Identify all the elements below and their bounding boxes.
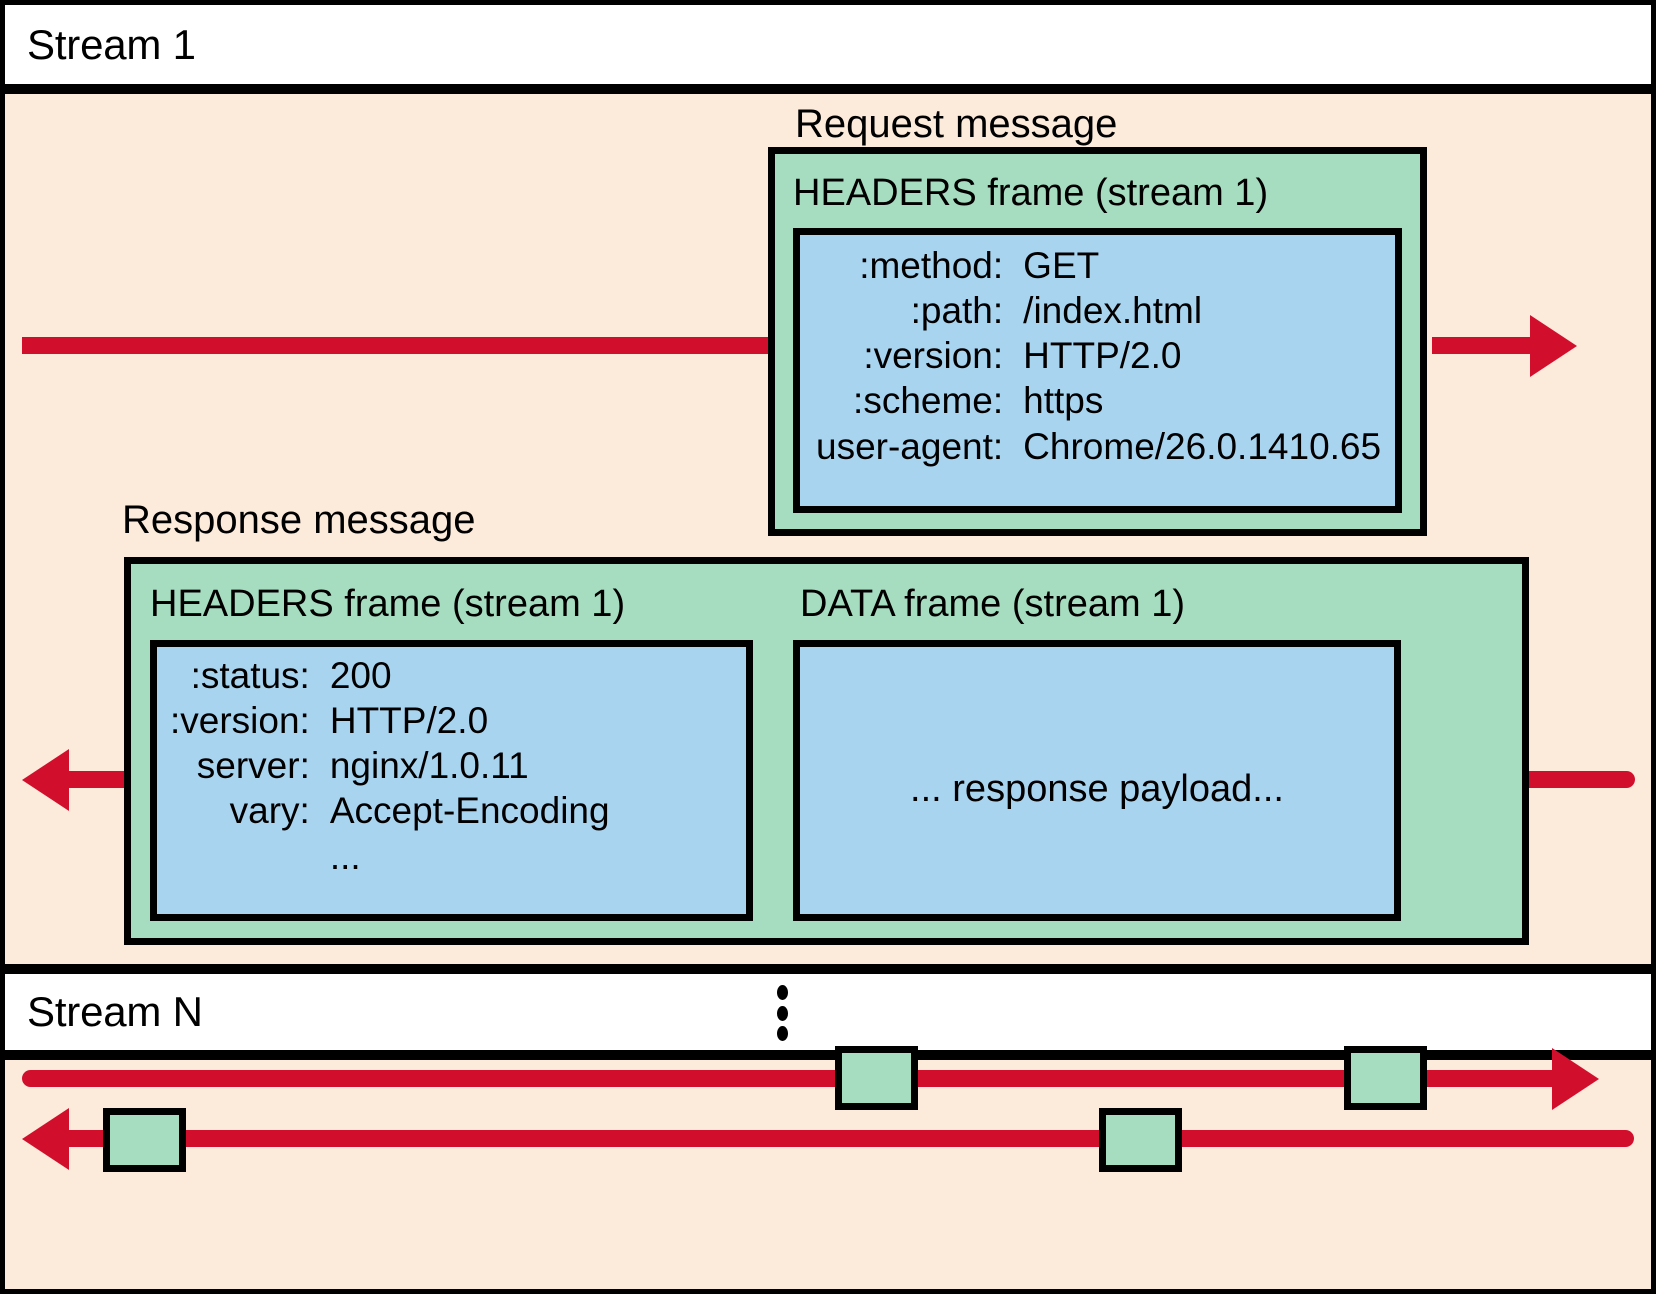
stream-n-request-frame-chip [835, 1046, 918, 1110]
header-row: :scheme: https [816, 378, 1381, 423]
request-arrow-line-left [22, 337, 772, 354]
vertical-ellipsis-icon [777, 985, 788, 1041]
request-headers-payload-box [793, 228, 1402, 513]
response-data-frame-title: DATA frame (stream 1) [800, 583, 1185, 625]
header-value: HTTP/2.0 [1023, 335, 1182, 377]
header-key: :path: [910, 290, 1004, 332]
header-value: nginx/1.0.11 [329, 745, 529, 787]
header-value: HTTP/2.0 [329, 700, 489, 742]
header-row: server: nginx/1.0.11 [170, 743, 610, 788]
header-value: 200 [329, 655, 392, 696]
request-headers-frame-title: HEADERS frame (stream 1) [793, 172, 1269, 214]
header-row: :status: 200 [170, 653, 610, 698]
header-value: /index.html [1023, 290, 1203, 332]
request-arrow-head-icon [1530, 315, 1577, 377]
header-row: vary: Accept-Encoding [170, 788, 610, 833]
header-row: :method: GET [816, 243, 1381, 288]
stream-n-request-frame-chip [1344, 1046, 1427, 1110]
stream-n-request-arrow-head-icon [1552, 1048, 1599, 1110]
header-key: :version: [863, 335, 1004, 377]
stream-1-label-band: Stream 1 [0, 0, 1656, 89]
response-headers-payload-box [150, 640, 753, 921]
stream-n-title: Stream N [27, 988, 203, 1035]
response-headers-list: :status: 200 :version: HTTP/2.0 server: … [170, 653, 610, 879]
header-key: user-agent: [816, 425, 1004, 467]
header-value: https [1023, 380, 1104, 422]
header-value: ... [329, 835, 361, 877]
header-key: :method: [859, 245, 1004, 286]
stream-n-label-band: Stream N [0, 969, 1656, 1055]
header-key: :status: [190, 655, 310, 696]
header-key: vary: [229, 790, 310, 832]
header-key: :scheme: [853, 380, 1004, 422]
response-headers-frame-title: HEADERS frame (stream 1) [150, 583, 626, 625]
header-row: ... [170, 834, 610, 879]
header-key: :version: [170, 700, 310, 742]
stream-n-response-frame-chip [103, 1108, 186, 1172]
stream-n-response-arrow-head-icon [22, 1108, 69, 1170]
stream-n-response-arrow-line [68, 1130, 1634, 1147]
header-row: user-agent: Chrome/26.0.1410.65 [816, 424, 1381, 469]
response-arrow-head-icon [22, 749, 69, 811]
header-row: :path: /index.html [816, 288, 1381, 333]
request-arrow-line-right [1432, 337, 1532, 354]
header-key: server: [196, 745, 310, 787]
stream-n-request-arrow-line [22, 1070, 1558, 1087]
request-message-caption: Request message [795, 102, 1118, 146]
header-value: GET [1023, 245, 1100, 286]
header-key [170, 834, 330, 879]
header-value: Chrome/26.0.1410.65 [1023, 425, 1382, 467]
header-value: Accept-Encoding [329, 790, 610, 832]
response-data-payload-box [793, 640, 1401, 921]
header-row: :version: HTTP/2.0 [816, 333, 1381, 378]
stream-n-response-frame-chip [1099, 1108, 1182, 1172]
response-message-caption: Response message [122, 498, 476, 542]
stream-1-title: Stream 1 [27, 20, 196, 68]
request-headers-list: :method: GET :path: /index.html :version… [816, 243, 1381, 469]
header-row: :version: HTTP/2.0 [170, 698, 610, 743]
response-data-payload-text: ... response payload... [910, 768, 1284, 810]
response-arrow-line-left [68, 771, 128, 788]
